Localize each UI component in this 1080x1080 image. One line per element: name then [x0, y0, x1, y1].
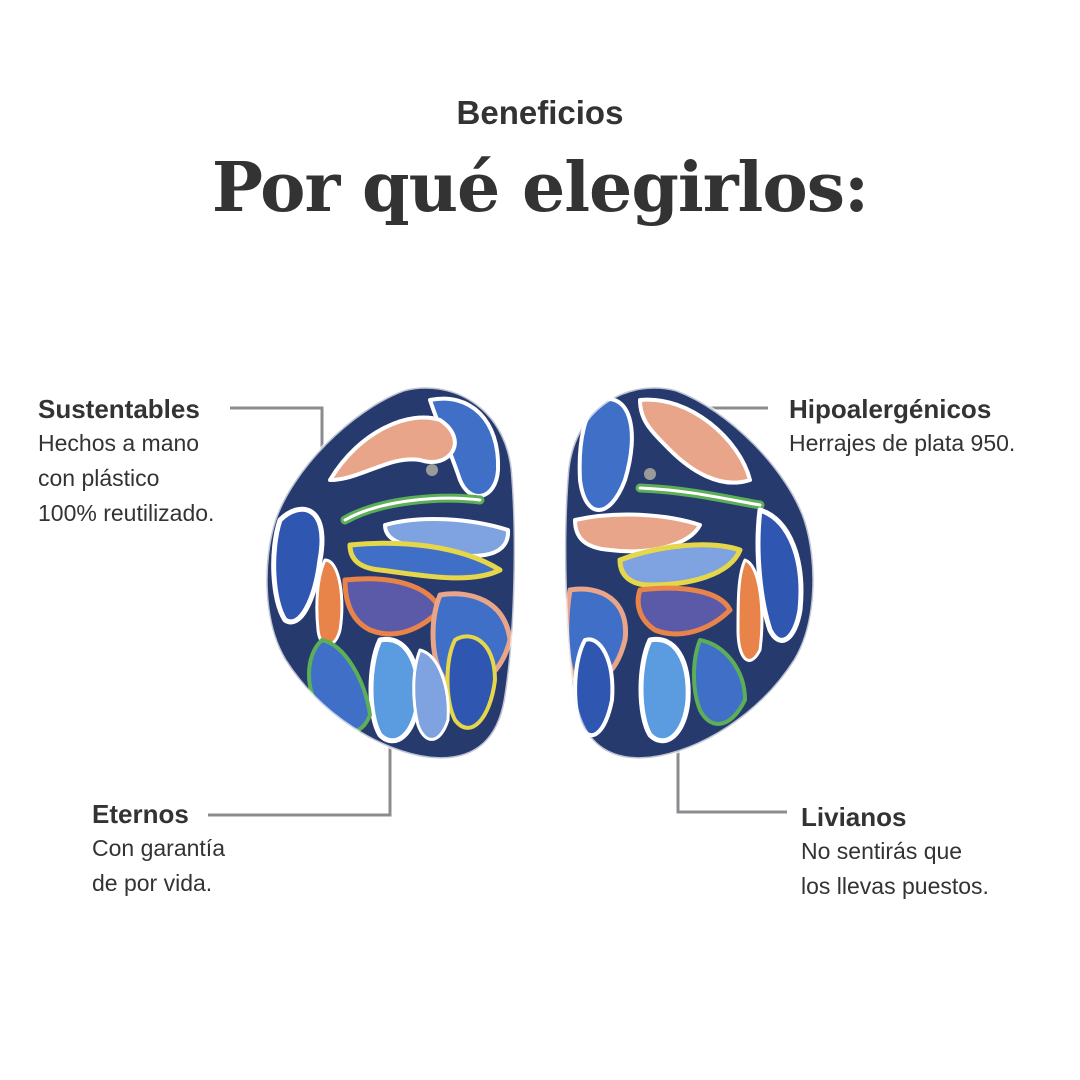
earring-post-left: [426, 464, 438, 476]
benefit-title: Hipoalergénicos: [789, 394, 992, 424]
benefit-description: Hechos a mano con plástico 100% reutiliz…: [38, 430, 215, 526]
benefit-title: Eternos: [92, 799, 189, 829]
benefit-eternos: Eternos Con garantía de por vida.: [92, 797, 225, 901]
benefit-title: Sustentables: [38, 394, 200, 424]
connector-eternos: [208, 745, 392, 817]
benefit-description: No sentirás que los llevas puestos.: [801, 838, 989, 899]
page-title: Por qué elegirlos:: [211, 148, 869, 228]
earring-post-right: [644, 468, 656, 480]
earring-right: [563, 385, 816, 761]
benefit-sustentables: Sustentables Hechos a mano con plástico …: [38, 392, 214, 531]
benefit-title: Livianos: [801, 802, 907, 832]
earring-left: [264, 385, 517, 761]
section-eyebrow: Beneficios: [456, 94, 624, 131]
connector-livianos: [676, 745, 787, 814]
benefit-hipoalergenicos: Hipoalergénicos Herrajes de plata 950.: [789, 392, 1015, 461]
benefit-description: Herrajes de plata 950.: [789, 430, 1016, 456]
benefit-description: Con garantía de por vida.: [92, 835, 225, 896]
benefit-livianos: Livianos No sentirás que los llevas pues…: [801, 800, 989, 904]
